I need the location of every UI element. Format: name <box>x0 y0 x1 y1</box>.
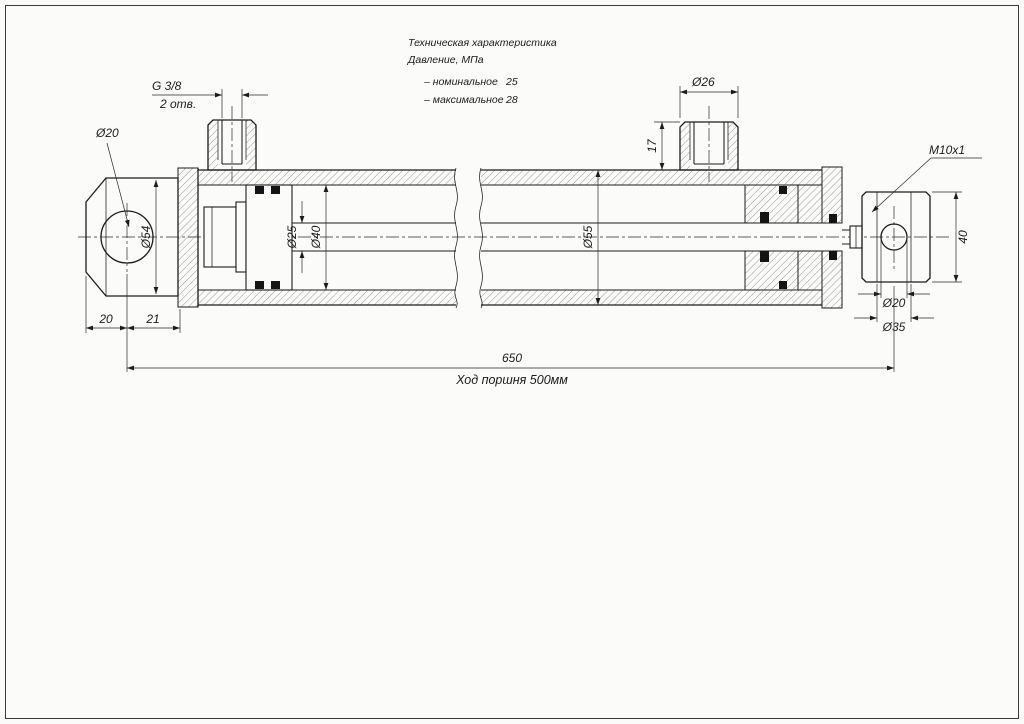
right-port-thread <box>689 122 729 160</box>
left-port-wall <box>208 120 218 170</box>
tech-spec: Техническая характеристика Давление, МПа… <box>407 37 557 106</box>
left-port <box>207 119 257 171</box>
dim-overall-label: 650 <box>502 351 522 365</box>
left-port-wall <box>246 120 256 170</box>
right-port-wall <box>680 122 690 170</box>
break-line-left <box>454 167 458 309</box>
left-eye-hole <box>100 210 154 264</box>
dim-rod-thread-label: M10x1 <box>929 143 965 157</box>
dim-base-face-label: 21 <box>145 312 159 326</box>
dim-tube-dia-label: Ø55 <box>581 225 595 249</box>
break-line-right <box>479 167 483 309</box>
gland-body-bottom <box>744 250 799 291</box>
left-port-outline <box>207 119 257 171</box>
dim-port-height: 17 <box>645 121 680 170</box>
dim-left-eye-dia: Ø54 <box>139 180 159 294</box>
dim-bore-dia: Ø40 <box>309 185 329 290</box>
gland-body-top <box>744 184 799 224</box>
piston-assembly <box>203 184 293 291</box>
dim-overall-length: 650 Ход поршня 500мм <box>127 286 895 387</box>
piston-seal <box>271 281 280 289</box>
dim-left-eye-dia-label: Ø54 <box>139 225 153 249</box>
stroke-note-label: Ход поршня 500мм <box>455 373 568 387</box>
dim-rod-eye-width: 40 <box>932 191 970 283</box>
left-port-thread <box>217 120 247 160</box>
wiper-seal <box>829 251 837 260</box>
dim-left-eye-hole: Ø20 <box>95 126 130 228</box>
dim-left-eye-hole-label: Ø20 <box>95 126 119 140</box>
dim-port-count-label: 2 отв. <box>159 97 196 111</box>
static-seal <box>779 186 787 194</box>
dim-rod-thread-leader <box>871 157 982 213</box>
dim-rod-dia: Ø25 <box>285 201 305 273</box>
dim-port-height-label: 17 <box>645 138 659 153</box>
dim-tube-dia: Ø55 <box>581 170 601 305</box>
piston-seal <box>255 281 264 289</box>
rod-lines <box>292 222 842 252</box>
tech-spec-title: Техническая характеристика <box>408 37 557 49</box>
right-port <box>679 121 739 171</box>
dim-port-boss-dia: Ø26 <box>679 75 739 118</box>
tube-wall-bottom-right <box>481 290 822 305</box>
left-port-bore <box>221 120 243 165</box>
dim-port-boss-label: Ø26 <box>691 75 715 89</box>
tech-spec-nominal-label: – номинальное <box>423 76 498 88</box>
cylinder-tube <box>197 168 822 307</box>
tube-wall-top-right <box>481 170 822 185</box>
piston-washer <box>235 201 247 273</box>
rod-eye-outline <box>861 191 931 283</box>
tech-spec-max-label: – максимальное <box>423 94 504 106</box>
dim-rod-eye-hole-ext <box>880 240 908 298</box>
rod-seal <box>760 251 769 262</box>
tech-spec-pressure-label: Давление, МПа <box>407 54 484 66</box>
head-inner-bottom <box>797 250 823 291</box>
dim-bore-dia-label: Ø40 <box>309 225 323 249</box>
rod-thread-stub <box>842 229 850 245</box>
dim-left-eye-hole-leader <box>106 142 130 228</box>
dim-base-offsets: 20 21 <box>85 274 181 372</box>
piston-rod <box>292 222 842 252</box>
right-port-bore <box>693 122 725 165</box>
centerlines <box>78 106 950 272</box>
dim-rod-dia-label: Ø25 <box>285 225 299 249</box>
rod-eye <box>861 191 931 283</box>
right-port-outline <box>679 121 739 171</box>
piston-seal <box>255 186 264 194</box>
right-port-wall <box>728 122 738 170</box>
head-inner-top <box>797 184 823 224</box>
piston-body <box>245 184 293 291</box>
static-seal <box>779 281 787 289</box>
gland-assembly <box>744 166 843 309</box>
dim-rod-thread: M10x1 <box>871 143 982 213</box>
tube-outer-lines <box>198 169 822 306</box>
tube-wall-top-left <box>198 170 456 185</box>
dim-port-thread: G 3/8 2 отв. <box>152 79 268 118</box>
piston-nut <box>203 206 237 268</box>
break-lines <box>454 167 483 309</box>
rod-eye-hole <box>880 223 908 251</box>
sheet-border <box>5 5 1019 719</box>
dim-base-ext <box>85 274 181 372</box>
dim-base-offset-label: 20 <box>98 312 113 326</box>
tube-wall-bottom-left <box>198 290 456 305</box>
tech-spec-nominal-value: 25 <box>505 76 518 88</box>
rear-cap <box>177 167 199 308</box>
piston-seal <box>271 186 280 194</box>
tech-spec-max-value: 28 <box>505 94 518 106</box>
dim-port-thread-label: G 3/8 <box>152 79 182 93</box>
dim-rod-eye-width-label: 40 <box>956 230 970 244</box>
rod-nut <box>842 225 863 249</box>
rod-seal <box>760 212 769 223</box>
wiper-seal <box>829 214 837 223</box>
